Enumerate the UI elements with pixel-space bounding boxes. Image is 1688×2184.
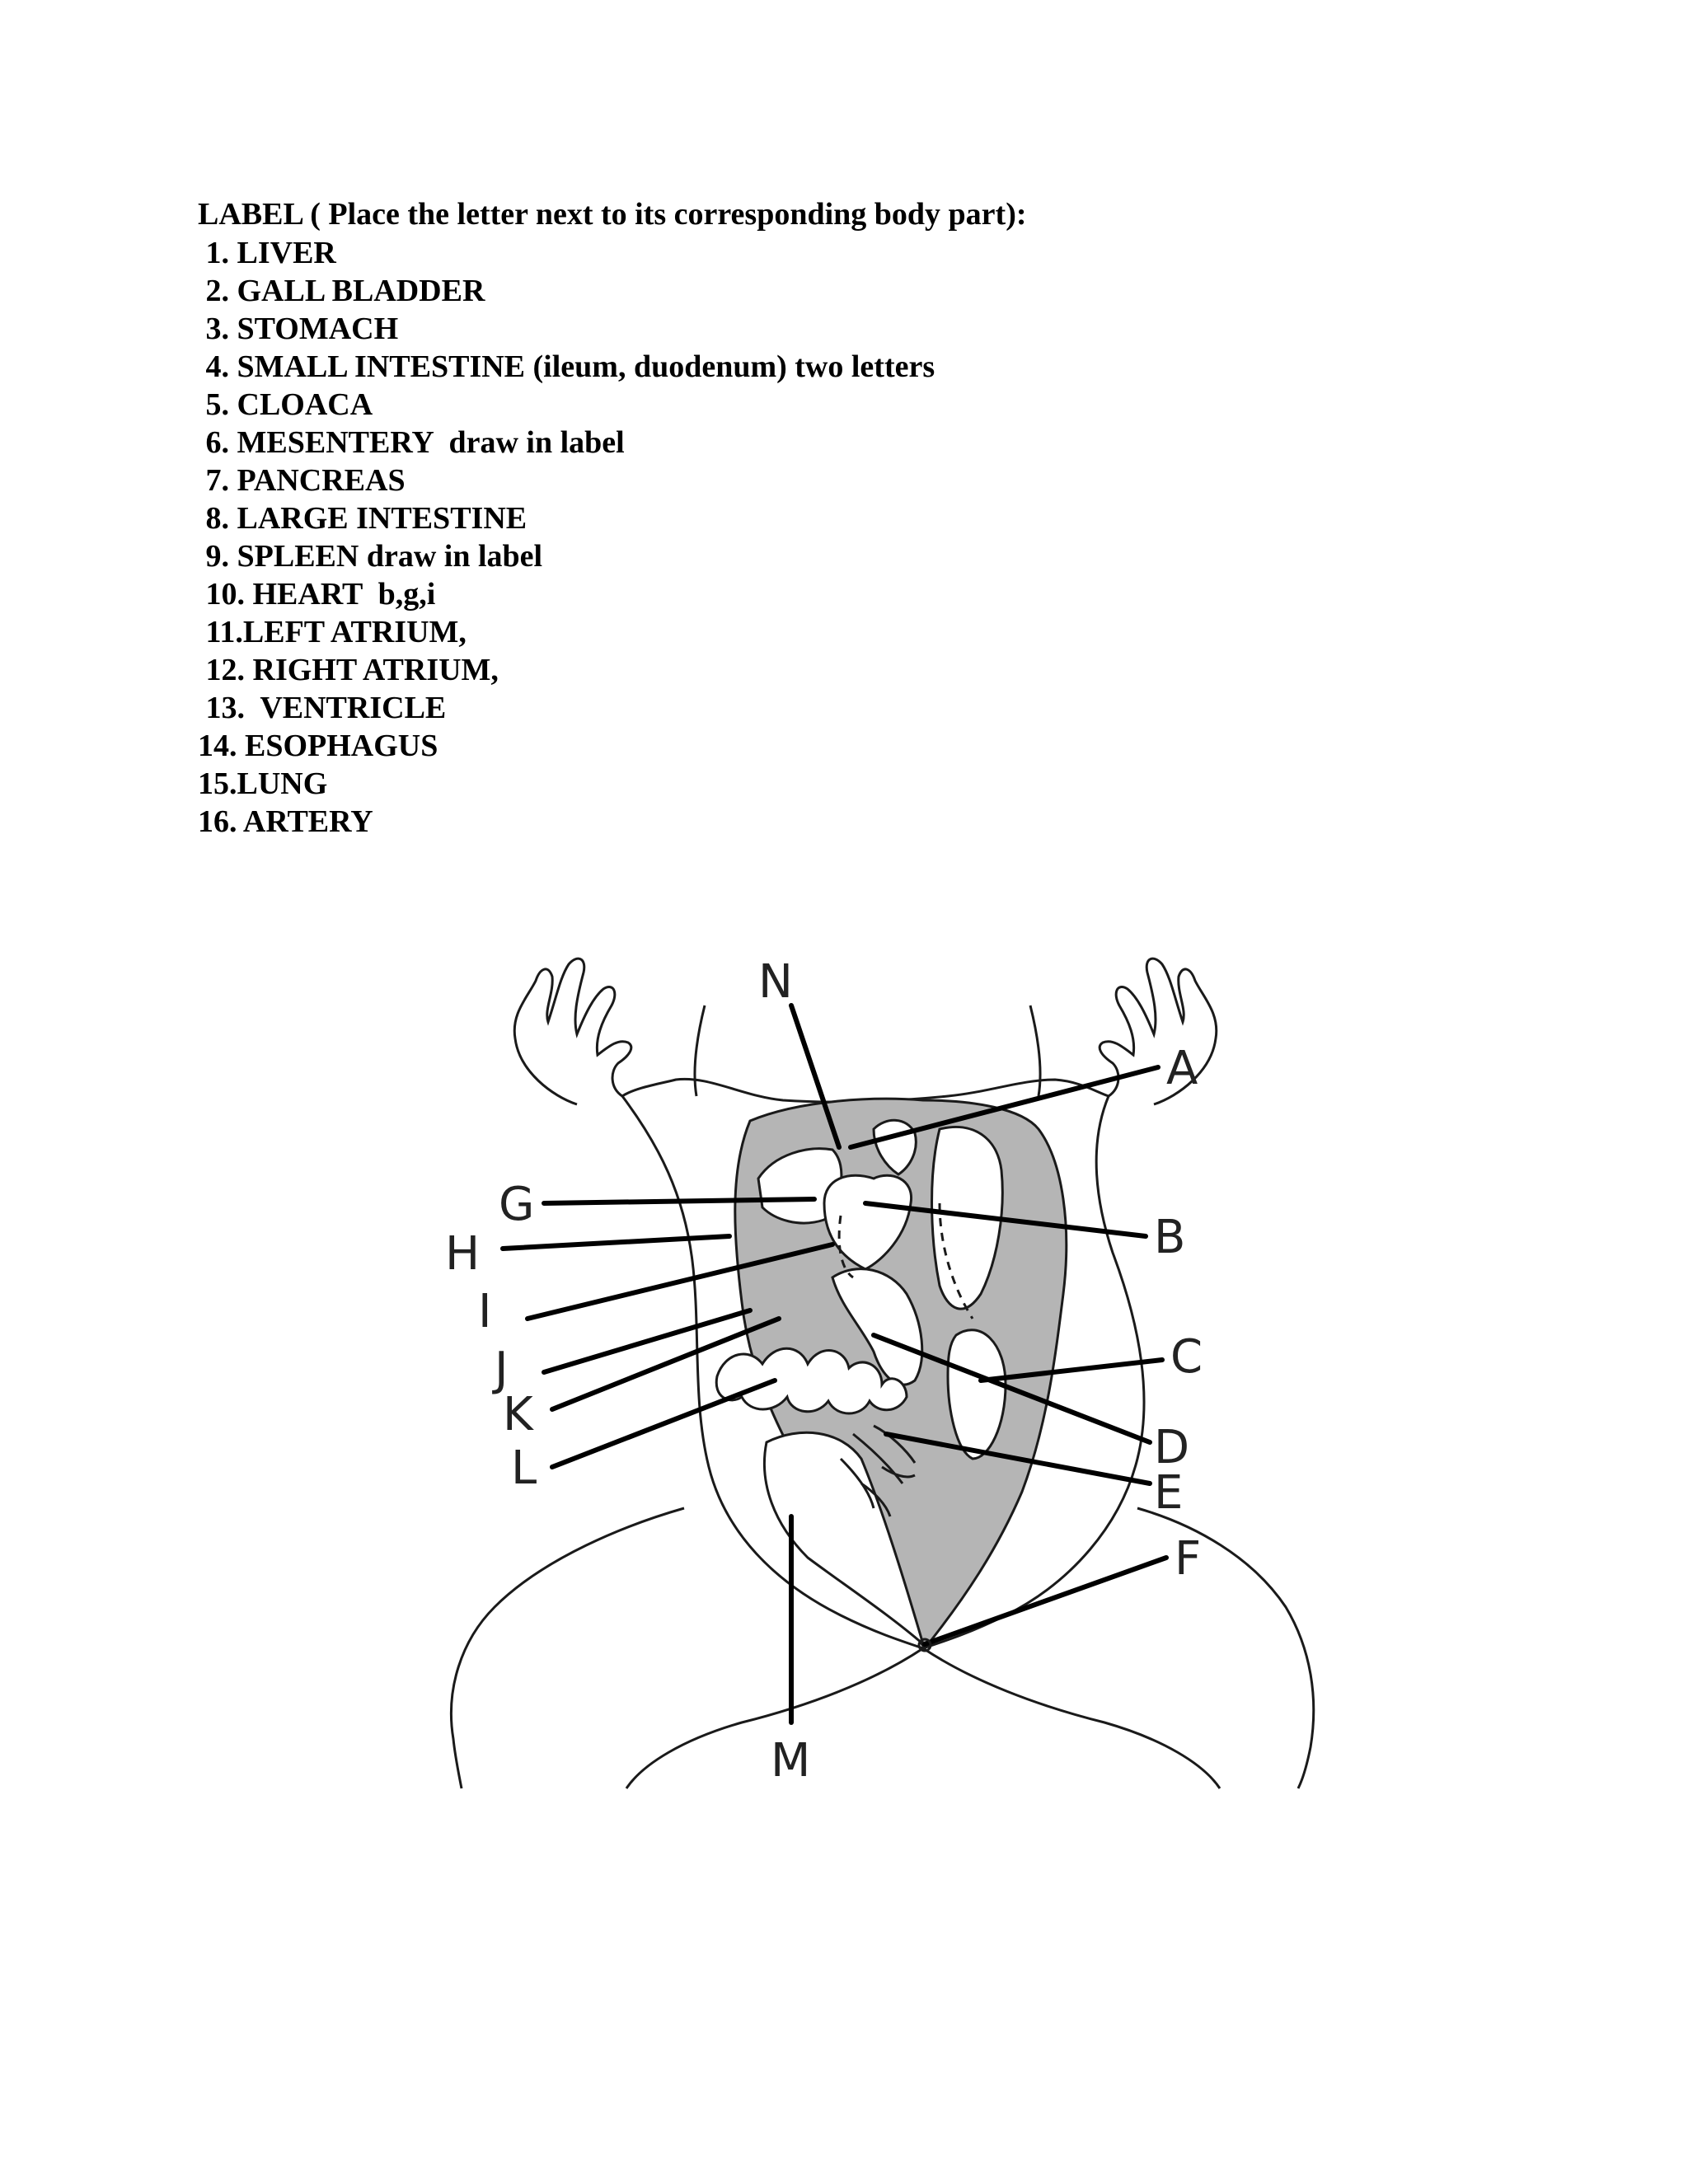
worksheet-heading: LABEL ( Place the letter next to its cor… (198, 197, 1027, 232)
label-item: 16. ARTERY (198, 804, 373, 839)
left-leg-outline (450, 1507, 685, 1789)
label-g: G (499, 1178, 534, 1231)
label-item: 9. SPLEEN draw in label (198, 539, 543, 574)
label-c: C (1170, 1330, 1203, 1384)
label-e: E (1154, 1466, 1183, 1520)
label-h: H (445, 1227, 480, 1281)
leader-i (525, 1242, 835, 1321)
right-arm (1098, 957, 1218, 1106)
label-a: A (1166, 1042, 1198, 1095)
label-f: F (1175, 1532, 1201, 1586)
label-k: K (503, 1388, 534, 1441)
thigh-left (625, 1647, 924, 1789)
heart (823, 1174, 912, 1271)
label-j: J (492, 1343, 509, 1396)
cloaca-marker (917, 1638, 932, 1652)
letter-labels: N A G H B I J C K D L E F M (445, 955, 1203, 1788)
leader-n (789, 1003, 842, 1150)
label-item-list: 1. LIVER 2. GALL BLADDER 3. STOMACH 4. S… (198, 234, 935, 841)
label-item: 12. RIGHT ATRIUM, (198, 653, 499, 687)
leader-b (863, 1201, 1148, 1239)
label-item: 10. HEART b,g,i (198, 577, 436, 612)
leader-a (848, 1065, 1160, 1150)
leader-l (550, 1378, 777, 1469)
label-item: 8. LARGE INTESTINE (198, 501, 528, 536)
label-m: M (771, 1734, 810, 1788)
mesentery-branches (839, 1424, 917, 1517)
frog-dissection-diagram: N A G H B I J C K D L E F M (445, 955, 1315, 1789)
leader-h (500, 1234, 732, 1251)
leader-j (542, 1308, 753, 1375)
right-leg-outline (1137, 1507, 1315, 1789)
label-item: 13. VENTRICLE (198, 691, 447, 725)
right-oval-organ (946, 1329, 1007, 1460)
label-item: 14. ESOPHAGUS (198, 729, 438, 763)
label-item: 1. LIVER (198, 236, 336, 270)
left-arm (513, 957, 633, 1106)
label-l: L (511, 1441, 537, 1495)
leader-f (922, 1555, 1169, 1647)
leader-g (542, 1197, 817, 1206)
leader-k (550, 1316, 781, 1412)
small-intestine (715, 1347, 908, 1415)
label-item: 4. SMALL INTESTINE (ileum, duodenum) two… (198, 349, 935, 384)
liver-right-lobe (931, 1125, 1004, 1310)
label-item: 5. CLOACA (198, 387, 373, 422)
leader-lines (500, 1003, 1169, 1725)
label-item: 15.LUNG (198, 766, 328, 801)
dashed-outline-left (837, 1215, 854, 1279)
leader-d (871, 1333, 1152, 1445)
label-item: 6. MESENTERY draw in label (198, 425, 625, 460)
thigh-right (922, 1647, 1221, 1789)
label-d: D (1154, 1421, 1189, 1474)
label-n: N (758, 955, 793, 1009)
label-item: 7. PANCREAS (198, 463, 406, 498)
leader-e (884, 1432, 1152, 1486)
label-b: B (1154, 1211, 1185, 1264)
label-i: I (478, 1285, 492, 1338)
stomach (831, 1268, 924, 1386)
label-item: 11.LEFT ATRIUM, (198, 615, 467, 649)
label-item: 2. GALL BLADDER (198, 274, 485, 308)
dashed-outline-right (938, 1202, 974, 1319)
neck-outline (693, 1005, 1042, 1097)
leader-c (978, 1357, 1165, 1383)
organs (715, 1118, 1007, 1648)
label-item: 3. STOMACH (198, 312, 399, 346)
